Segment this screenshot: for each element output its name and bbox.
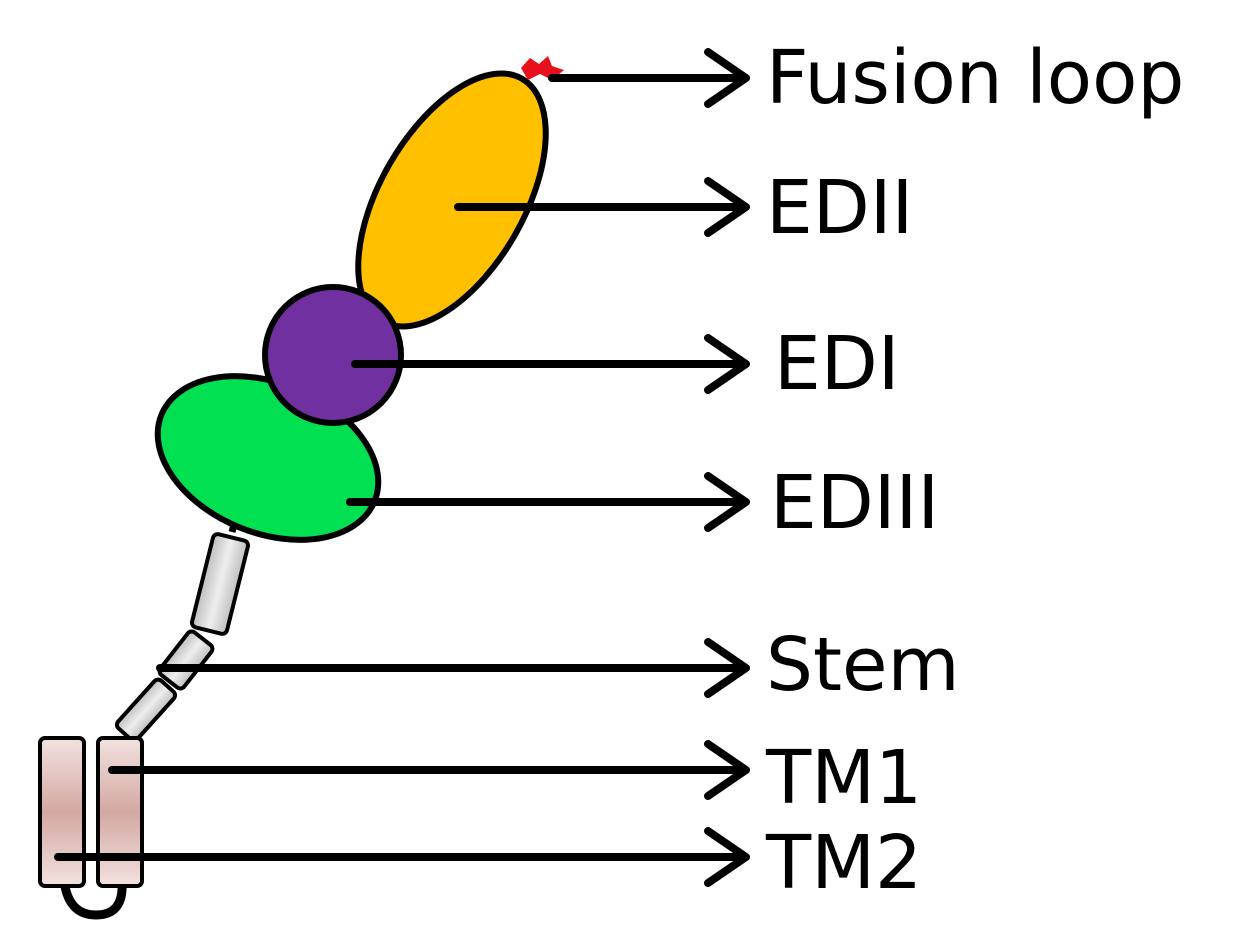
label-ediii: EDIII — [770, 460, 939, 546]
label-stem: Stem — [766, 622, 960, 708]
label-edi: EDI — [774, 321, 900, 407]
label-tm1: TM1 — [765, 735, 922, 821]
stem-segment-upper — [189, 532, 251, 636]
tm1-helix — [96, 736, 144, 888]
arrow-tm1 — [108, 740, 750, 800]
tm-connector-loop — [59, 879, 127, 920]
arrow-tm2 — [54, 827, 750, 887]
label-fusion-loop: Fusion loop — [766, 35, 1184, 121]
arrow-stem — [156, 638, 750, 698]
arrow-fusion-loop — [548, 48, 750, 108]
label-tm2: TM2 — [765, 820, 922, 906]
arrow-edii — [454, 177, 750, 237]
stem-segment-lower — [114, 677, 178, 743]
tm2-helix — [38, 736, 86, 888]
stem-segments — [114, 532, 251, 743]
label-edii: EDII — [766, 165, 913, 251]
label-arrows — [54, 48, 750, 887]
stem-segment-middle — [157, 629, 215, 691]
edi-domain — [262, 284, 404, 426]
arrow-edi — [351, 334, 750, 394]
arrow-ediii — [346, 472, 750, 532]
